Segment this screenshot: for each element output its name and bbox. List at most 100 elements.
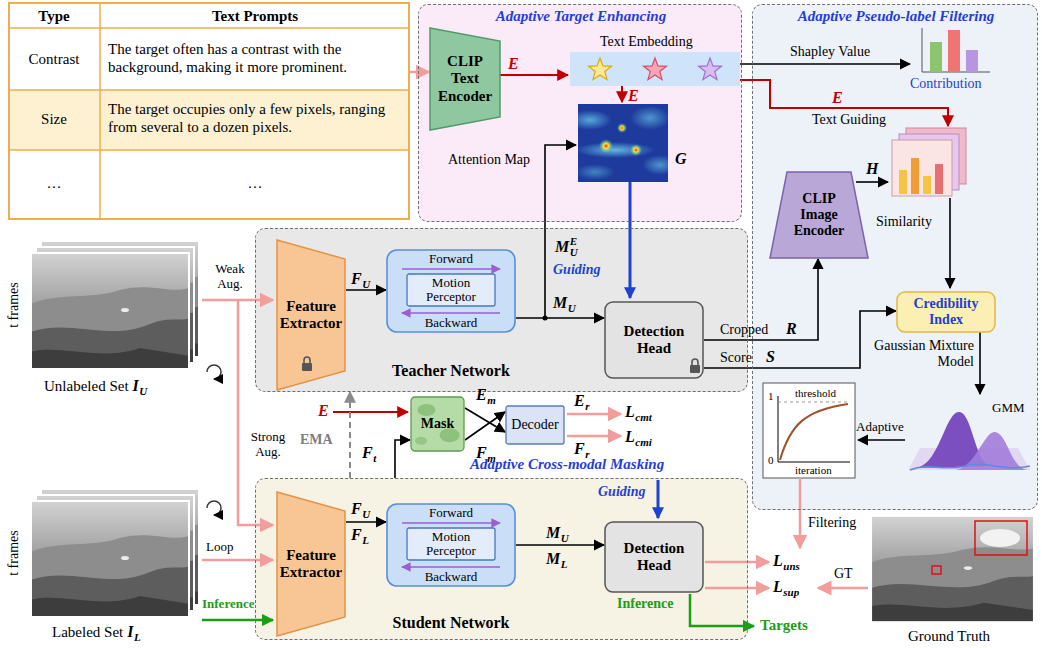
text-label: Guiding — [598, 484, 645, 500]
text-group: Decoder — [511, 417, 558, 433]
node-text: Forward — [386, 252, 516, 266]
text-label: threshold — [795, 387, 836, 400]
decoder-box-shape-part — [506, 406, 564, 444]
credibility-box: Credibility Index — [896, 291, 996, 333]
threshold-plot — [763, 383, 855, 478]
text-label: t frames — [6, 275, 22, 335]
attention-heatmap-part — [642, 155, 668, 175]
region-fill-part — [752, 4, 1038, 510]
flow-arrow-part — [567, 413, 621, 416]
text-label: Filtering — [808, 515, 856, 531]
text-embedding-band-part — [570, 52, 740, 86]
network-region: Teacher NetworkFeature ExtractorForwardB… — [255, 228, 748, 392]
math-symbol: L — [625, 403, 635, 421]
text-group: Detection Head — [610, 323, 698, 358]
attention-heatmap-part — [630, 106, 668, 130]
math-symbol: M — [555, 238, 569, 256]
math-symbol: G — [675, 150, 687, 168]
text-label: Similarity — [876, 214, 932, 230]
math-symbol: E — [508, 55, 519, 73]
node-text: Type — [8, 7, 100, 25]
text-encoder-shape-part — [430, 28, 500, 130]
node-text: CLIP Text Encoder — [435, 53, 495, 105]
node-text: Motion Perceptor — [409, 530, 493, 559]
text-label: Text Guiding — [812, 112, 886, 128]
flow-arrow-part — [567, 435, 621, 438]
node-text: The target often has a contrast with the… — [108, 40, 404, 76]
mask-box: Mask — [410, 396, 465, 452]
text-label: Attention Map — [448, 152, 530, 168]
flow-arrow-part — [202, 559, 273, 562]
node-text: The target occupies only a few pixels, r… — [108, 100, 404, 136]
connector — [395, 440, 410, 478]
node-text: Credibility Index — [900, 296, 992, 328]
network-region: Student NetworkFeature ExtractorForwardB… — [255, 478, 748, 640]
flow-arrow-part — [690, 594, 754, 626]
flow-arrow-part — [705, 587, 769, 590]
contribution-chart-part — [922, 28, 923, 72]
flow-arrow-part — [333, 411, 408, 413]
text-frame: CLIP Image Encoder — [787, 175, 851, 255]
math-symbol: U — [561, 532, 569, 545]
threshold-plot-part — [763, 383, 855, 478]
connector — [704, 259, 818, 340]
math-symbol: I — [127, 623, 133, 641]
math-symbol: L — [362, 534, 369, 547]
math-symbol: E — [832, 89, 843, 107]
text-label: GT — [834, 566, 853, 582]
math-symbol: U — [362, 278, 370, 291]
similarity-stack — [892, 128, 966, 196]
text-group: Credibility Index — [900, 296, 992, 328]
contribution-chart — [922, 28, 990, 72]
loop-icon-part — [207, 501, 221, 515]
text-label: GMM — [992, 401, 1025, 416]
motion-perceptor: Motion Perceptor — [406, 273, 496, 307]
detection-head-shape-part — [605, 302, 703, 378]
module-region: Adaptive Pseudo-label FilteringCLIP Imag… — [752, 4, 1038, 510]
similarity-stack-part — [923, 176, 931, 194]
text-group: CLIP Text Encoder — [435, 53, 495, 105]
ground-truth-image-part — [932, 566, 941, 574]
prompt-table-shape-part — [9, 3, 409, 219]
contribution-chart-part — [930, 42, 942, 72]
node-text: Detection Head — [610, 323, 698, 358]
connector — [516, 544, 604, 546]
mask-box-shape-part — [415, 437, 427, 445]
text-frame: Detection Head — [610, 305, 698, 375]
prompt-table-shape-part — [9, 27, 409, 29]
flow-arrow-part — [705, 561, 769, 564]
detection-head: Detection Head — [604, 301, 704, 379]
detection-head: Detection Head — [604, 521, 704, 593]
motion-perceptor: Motion Perceptor — [406, 527, 496, 561]
mask-box-shape-part — [411, 397, 464, 451]
image-encoder: CLIP Image Encoder — [769, 171, 869, 259]
math-symbol: m — [487, 394, 496, 407]
flow-arrow-part — [949, 198, 951, 288]
text-frame: Motion Perceptor — [409, 528, 493, 560]
text-group: Motion Perceptor — [409, 530, 493, 559]
text-frame: Feature Extractor — [279, 495, 343, 633]
connector — [516, 317, 604, 319]
math-symbol: L — [773, 578, 783, 596]
region-title: Adaptive Pseudo-label Filtering — [753, 7, 1039, 25]
threshold-plot-part — [778, 462, 850, 463]
text-label: Weak Aug. — [205, 262, 255, 292]
ground-truth-image-part — [980, 529, 1020, 547]
text-label: Loop — [206, 540, 233, 555]
math-symbol: uns — [783, 560, 800, 573]
text-label: Adaptive — [856, 420, 904, 435]
math-symbol: F — [351, 526, 362, 544]
decoder-box: Decoder — [505, 405, 565, 445]
gmm-plot-part — [955, 432, 1028, 470]
module-region: Adaptive Target EnhancingCLIP Text Encod… — [418, 4, 742, 222]
motion-block-shape-part — [402, 268, 500, 270]
similarity-stack-part — [899, 170, 907, 194]
region-title: Adaptive Target Enhancing — [419, 7, 743, 25]
flow-arrow-part — [799, 478, 802, 548]
motion-perceptor-shape-part — [407, 528, 495, 560]
flow-arrow-part — [500, 74, 568, 76]
image-encoder-shape-part — [770, 172, 868, 258]
threshold-plot-part — [778, 402, 850, 403]
prompt-table-shape-part — [9, 89, 409, 91]
edge-label: EMA — [300, 432, 333, 448]
